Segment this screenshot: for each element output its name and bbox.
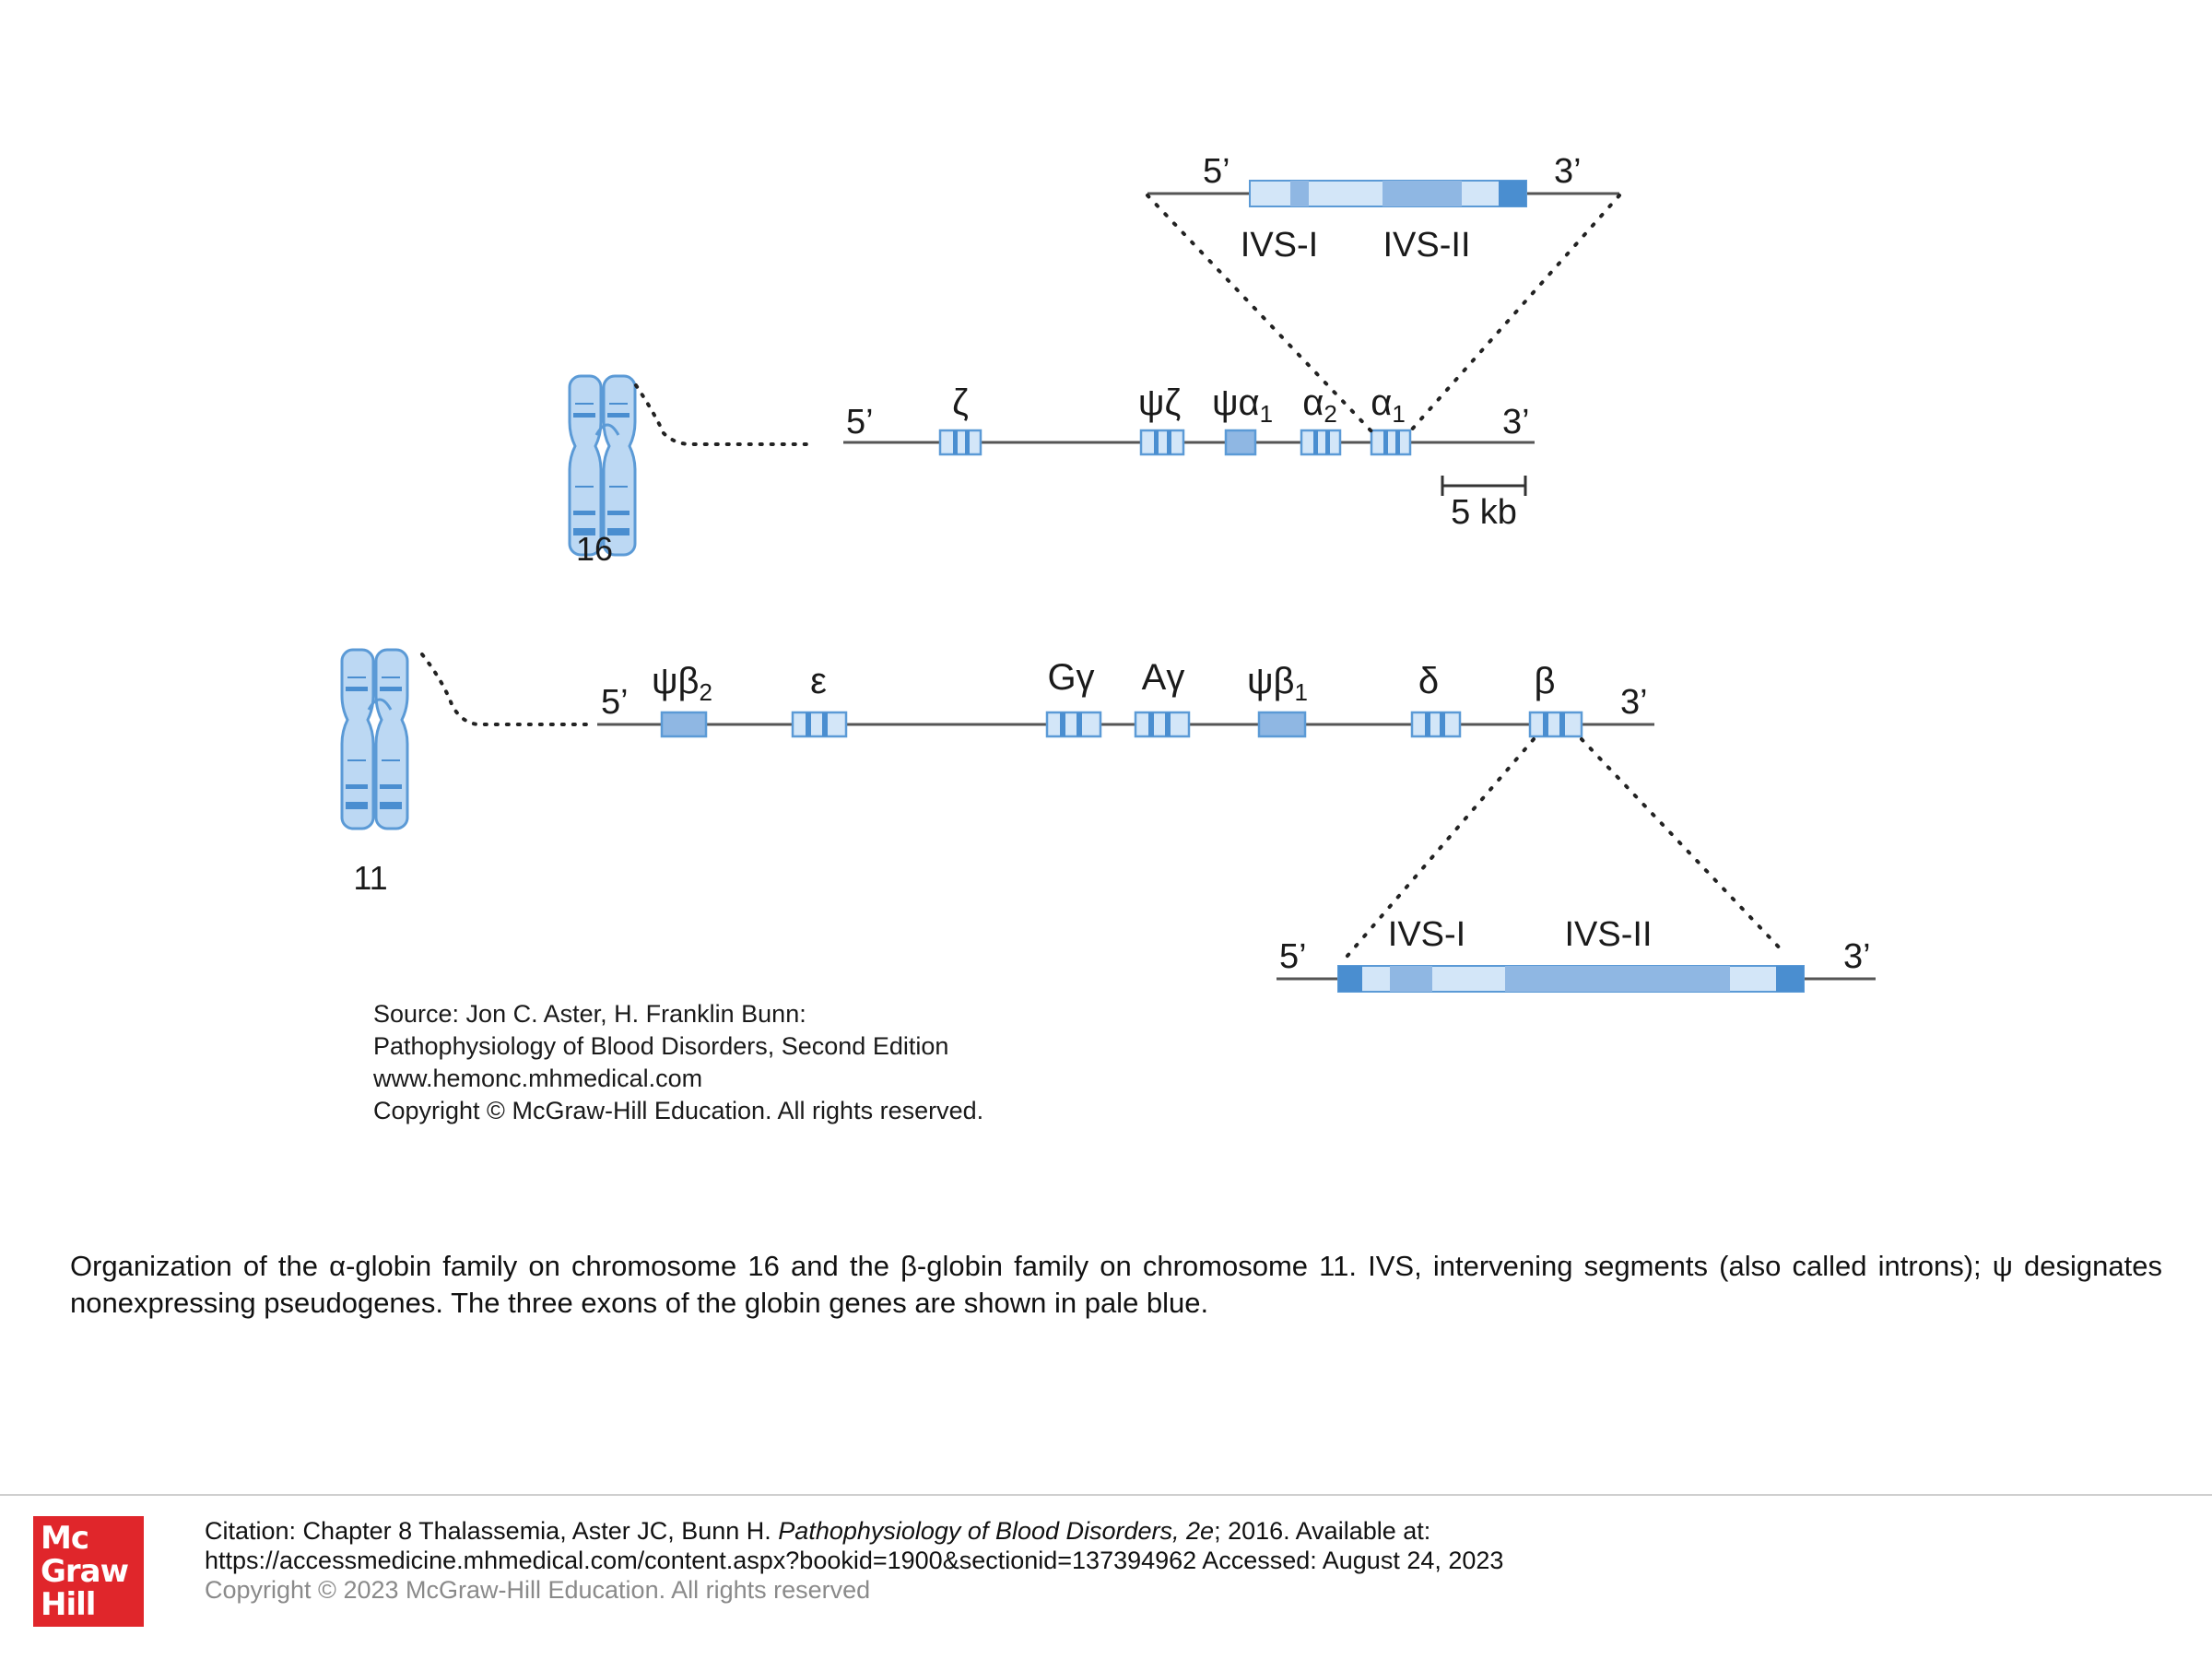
logo-line-3: Hill <box>41 1588 144 1621</box>
citation-copyright: Copyright © 2023 McGraw-Hill Education. … <box>205 1575 1503 1605</box>
beta-globin-locus: 5’ 3’ ψβ2 ε Gγ Aγ ψβ1 δ <box>597 657 1876 992</box>
figure-caption: Organization of the α-globin family on c… <box>70 1248 2162 1322</box>
gene-beta: β <box>1530 661 1582 736</box>
source-line-3: www.hemonc.mhmedical.com <box>372 1065 702 1092</box>
citation-book-title: Pathophysiology of Blood Disorders, 2e <box>778 1517 1214 1545</box>
alpha-globin-locus: 5’ 3’ ζ ψζ ψα1 α2 α1 <box>843 152 1619 532</box>
source-line-4: Copyright © McGraw-Hill Education. All r… <box>373 1097 983 1124</box>
citation-block: Citation: Chapter 8 Thalassemia, Aster J… <box>205 1516 1503 1605</box>
gene-label-delta: δ <box>1418 661 1439 701</box>
gene-label-epsilon: ε <box>810 661 827 701</box>
gene-label-g-gamma: Gγ <box>1047 657 1094 698</box>
footer-divider <box>0 1494 2212 1496</box>
alpha-five-prime: 5’ <box>846 403 874 441</box>
chromosome-11-label: 11 <box>353 859 387 897</box>
gene-label-psi-alpha-1: ψα1 <box>1212 382 1273 428</box>
gene-zeta: ζ <box>940 382 981 454</box>
globin-gene-diagram: 16 5’ 3’ ζ ψζ ψα1 α2 <box>0 0 2212 1226</box>
chromosome-16: 16 <box>570 376 811 568</box>
gene-label-a-gamma: Aγ <box>1142 657 1185 698</box>
beta-ivs-2-label: IVS-II <box>1564 915 1652 954</box>
mcgraw-hill-logo: Mc Graw Hill <box>33 1516 144 1627</box>
gene-alpha-1: α1 <box>1371 382 1410 454</box>
beta-detail-five-prime: 5’ <box>1279 937 1307 976</box>
alpha-ivs-2-label: IVS-II <box>1382 226 1470 265</box>
gene-label-psi-beta-1: ψβ1 <box>1247 661 1308 706</box>
alpha-detail-three-prime: 3’ <box>1554 152 1582 191</box>
scale-bar-label: 5 kb <box>1451 493 1517 532</box>
beta-three-prime: 3’ <box>1620 683 1648 722</box>
gene-label-psi-zeta: ψζ <box>1138 382 1181 423</box>
gene-delta: δ <box>1412 661 1460 736</box>
alpha-ivs-1-label: IVS-I <box>1241 226 1318 265</box>
gene-label-psi-beta-2: ψβ2 <box>652 661 712 706</box>
beta-detail-three-prime: 3’ <box>1843 937 1871 976</box>
scale-bar: 5 kb <box>1442 476 1525 532</box>
source-credit: Source: Jon C. Aster, H. Franklin Bunn: … <box>372 1000 983 1124</box>
citation-line-1: Citation: Chapter 8 Thalassemia, Aster J… <box>205 1516 1503 1546</box>
citation-suffix: ; 2016. Available at: <box>1214 1517 1430 1545</box>
logo-line-2: Graw <box>41 1555 144 1588</box>
chromosome-11: 11 <box>342 650 586 897</box>
citation-prefix: Citation: Chapter 8 Thalassemia, Aster J… <box>205 1517 778 1545</box>
beta-gene-detail: 5’ 3’ IVS-I IVS-II <box>1277 739 1876 992</box>
beta-five-prime: 5’ <box>601 683 629 722</box>
gene-a-gamma: Aγ <box>1135 657 1189 736</box>
citation-url[interactable]: https://accessmedicine.mhmedical.com/con… <box>205 1546 1503 1575</box>
alpha-detail-five-prime: 5’ <box>1203 152 1230 191</box>
chromosome-16-label: 16 <box>576 530 613 568</box>
gene-label-alpha-2: α2 <box>1302 382 1337 428</box>
alpha-three-prime: 3’ <box>1502 403 1530 441</box>
gene-label-beta: β <box>1534 661 1555 701</box>
gene-epsilon: ε <box>793 661 846 736</box>
gene-g-gamma: Gγ <box>1047 657 1100 736</box>
beta-ivs-1-label: IVS-I <box>1388 915 1465 954</box>
source-line-1: Source: Jon C. Aster, H. Franklin Bunn: <box>373 1000 806 1028</box>
gene-label-zeta: ζ <box>952 382 969 423</box>
gene-psi-zeta: ψζ <box>1138 382 1183 454</box>
logo-line-1: Mc <box>41 1522 144 1555</box>
source-line-2: Pathophysiology of Blood Disorders, Seco… <box>373 1032 948 1060</box>
gene-label-alpha-1: α1 <box>1371 382 1406 428</box>
gene-psi-beta-2: ψβ2 <box>652 661 712 736</box>
